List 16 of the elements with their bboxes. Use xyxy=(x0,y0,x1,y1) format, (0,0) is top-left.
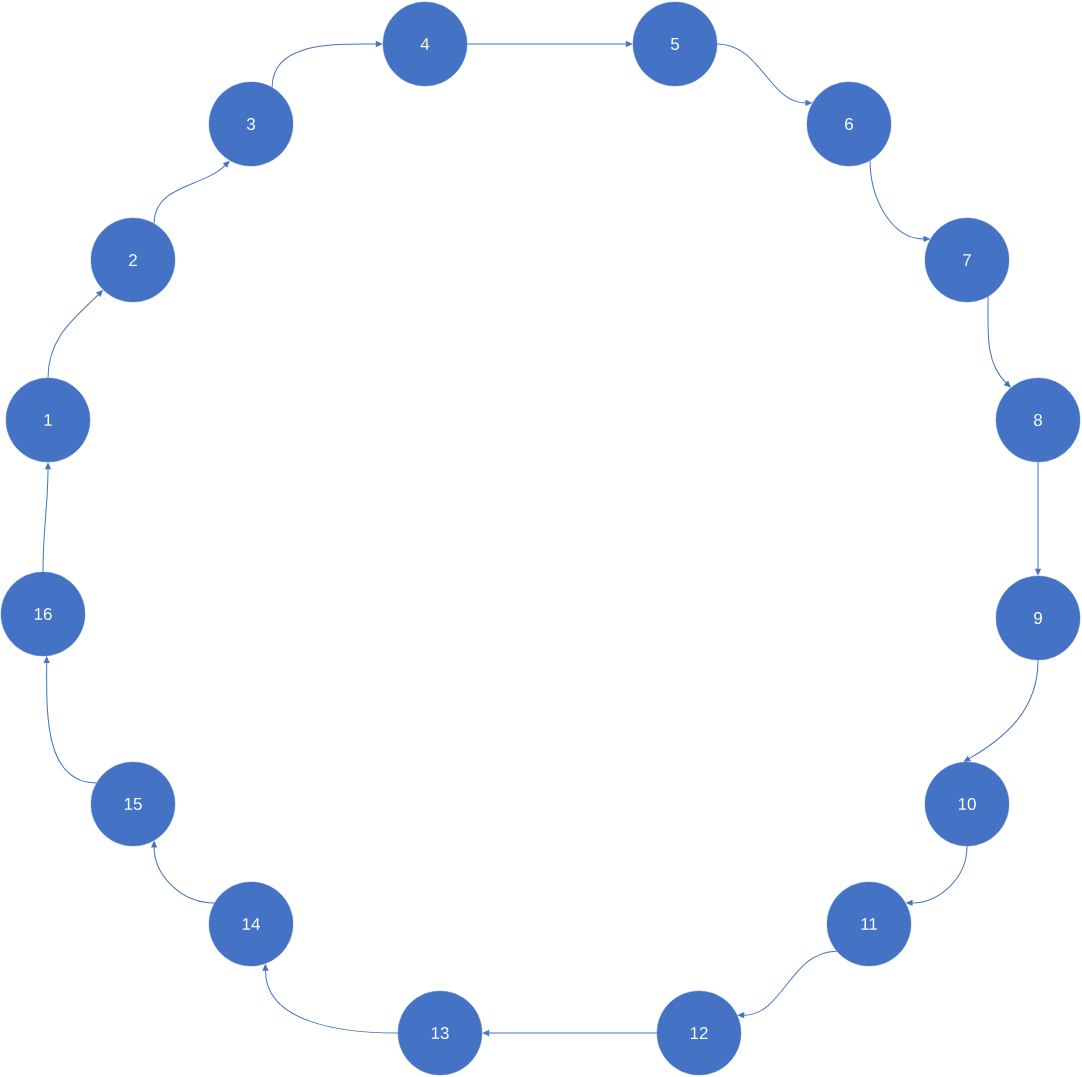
arrow xyxy=(987,296,1011,388)
arrow xyxy=(43,656,97,784)
arrow xyxy=(151,841,215,904)
arrow xyxy=(869,160,930,242)
arrow xyxy=(466,41,633,47)
arrow xyxy=(482,1030,658,1036)
arrow xyxy=(271,41,383,88)
arrow xyxy=(47,290,103,379)
arrow xyxy=(906,845,968,906)
arrow xyxy=(42,463,51,573)
arrow xyxy=(1035,461,1041,576)
arrow xyxy=(963,659,1039,762)
arrow xyxy=(738,950,838,1019)
arrow xyxy=(262,964,399,1034)
arrow xyxy=(153,160,230,224)
arrow xyxy=(716,43,812,106)
